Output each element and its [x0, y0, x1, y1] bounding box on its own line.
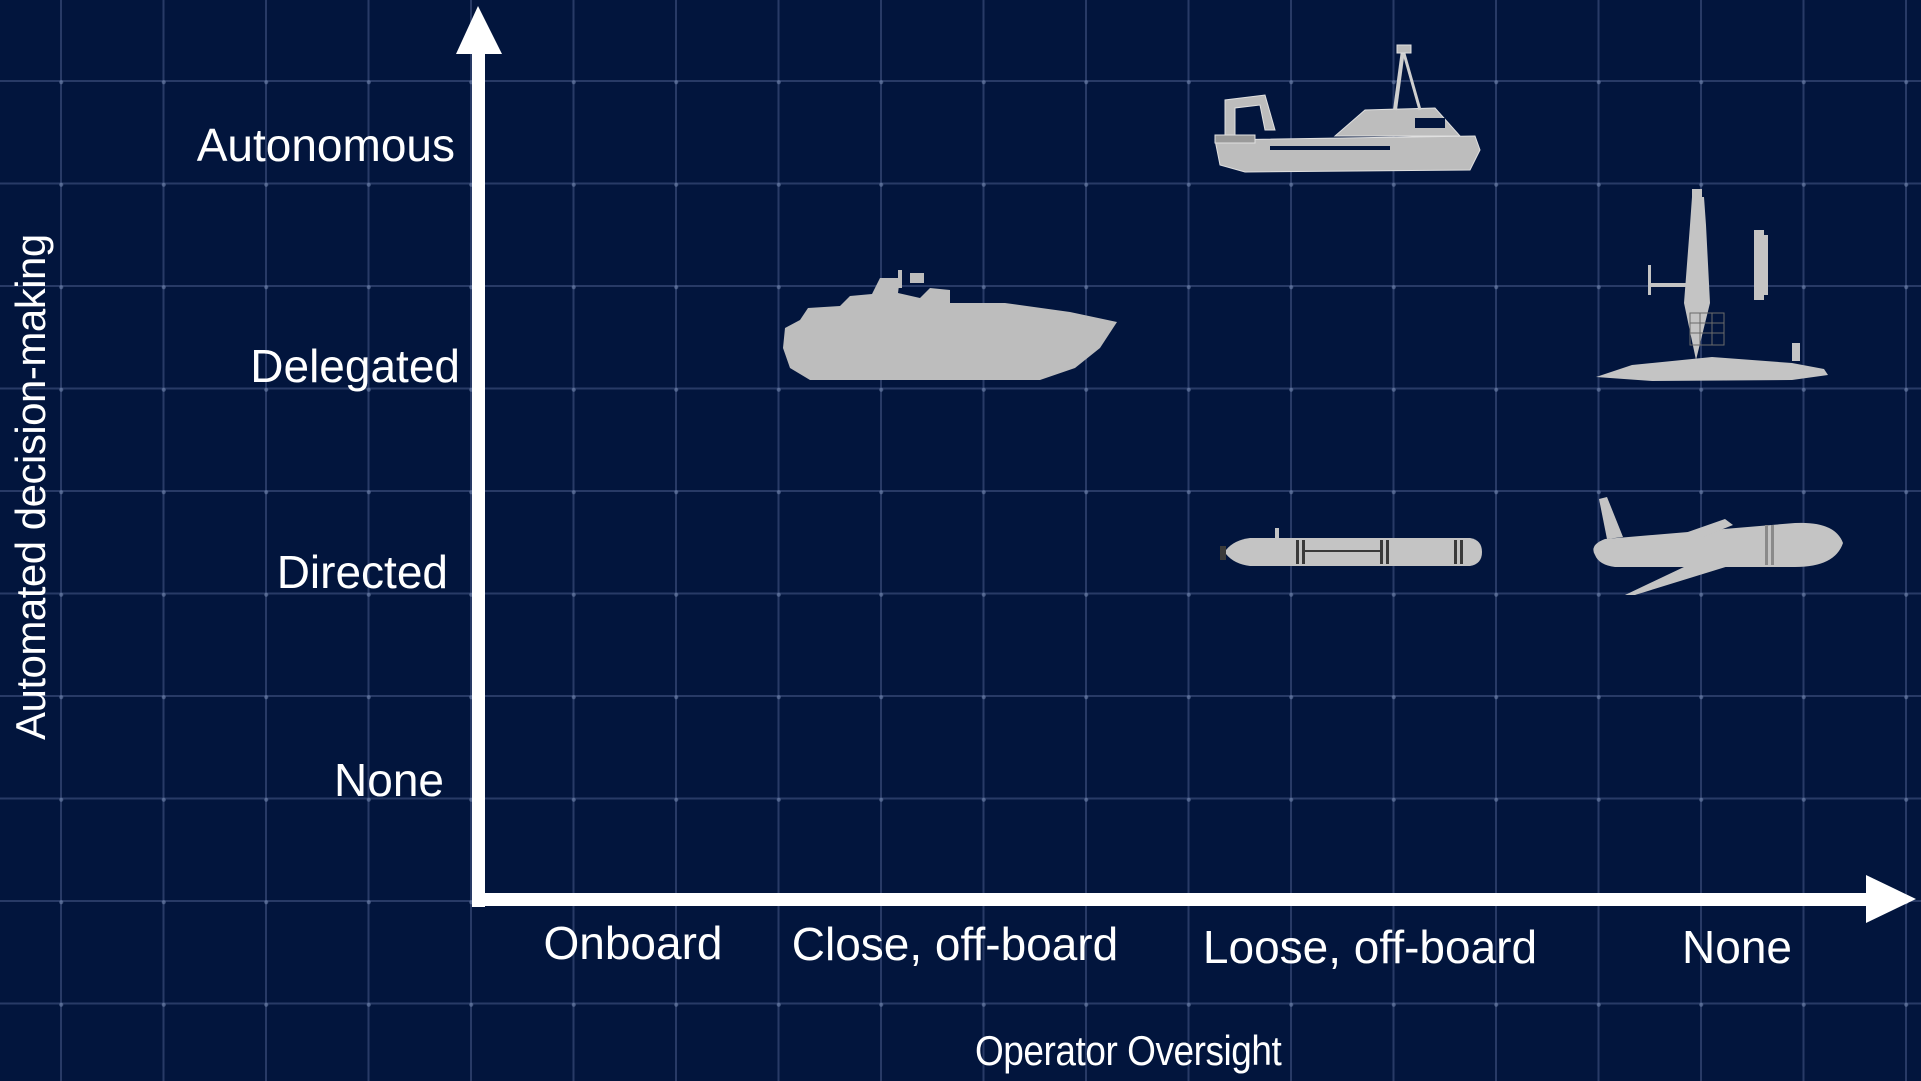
torpedo-uuv-icon	[1220, 528, 1482, 566]
x-level-none: None	[1682, 921, 1792, 973]
x-level-loose-offboard: Loose, off-board	[1202, 921, 1538, 973]
y-axis-arrow	[456, 6, 502, 907]
y-level-directed: Directed	[276, 546, 448, 598]
wave-glider-icon	[1596, 189, 1828, 381]
y-level-none: None	[334, 754, 444, 806]
glider-uuv-icon	[1593, 497, 1843, 595]
x-axis-arrow	[472, 875, 1916, 923]
survey-boat-icon	[1214, 44, 1481, 173]
x-level-close-offboard: Close, off-board	[791, 918, 1119, 970]
y-level-delegated: Delegated	[250, 340, 460, 392]
x-axis-title: Operator Oversight	[975, 1027, 1282, 1074]
x-level-onboard: Onboard	[543, 917, 723, 969]
patrol-boat-icon	[783, 270, 1117, 380]
y-level-autonomous: Autonomous	[196, 119, 455, 171]
